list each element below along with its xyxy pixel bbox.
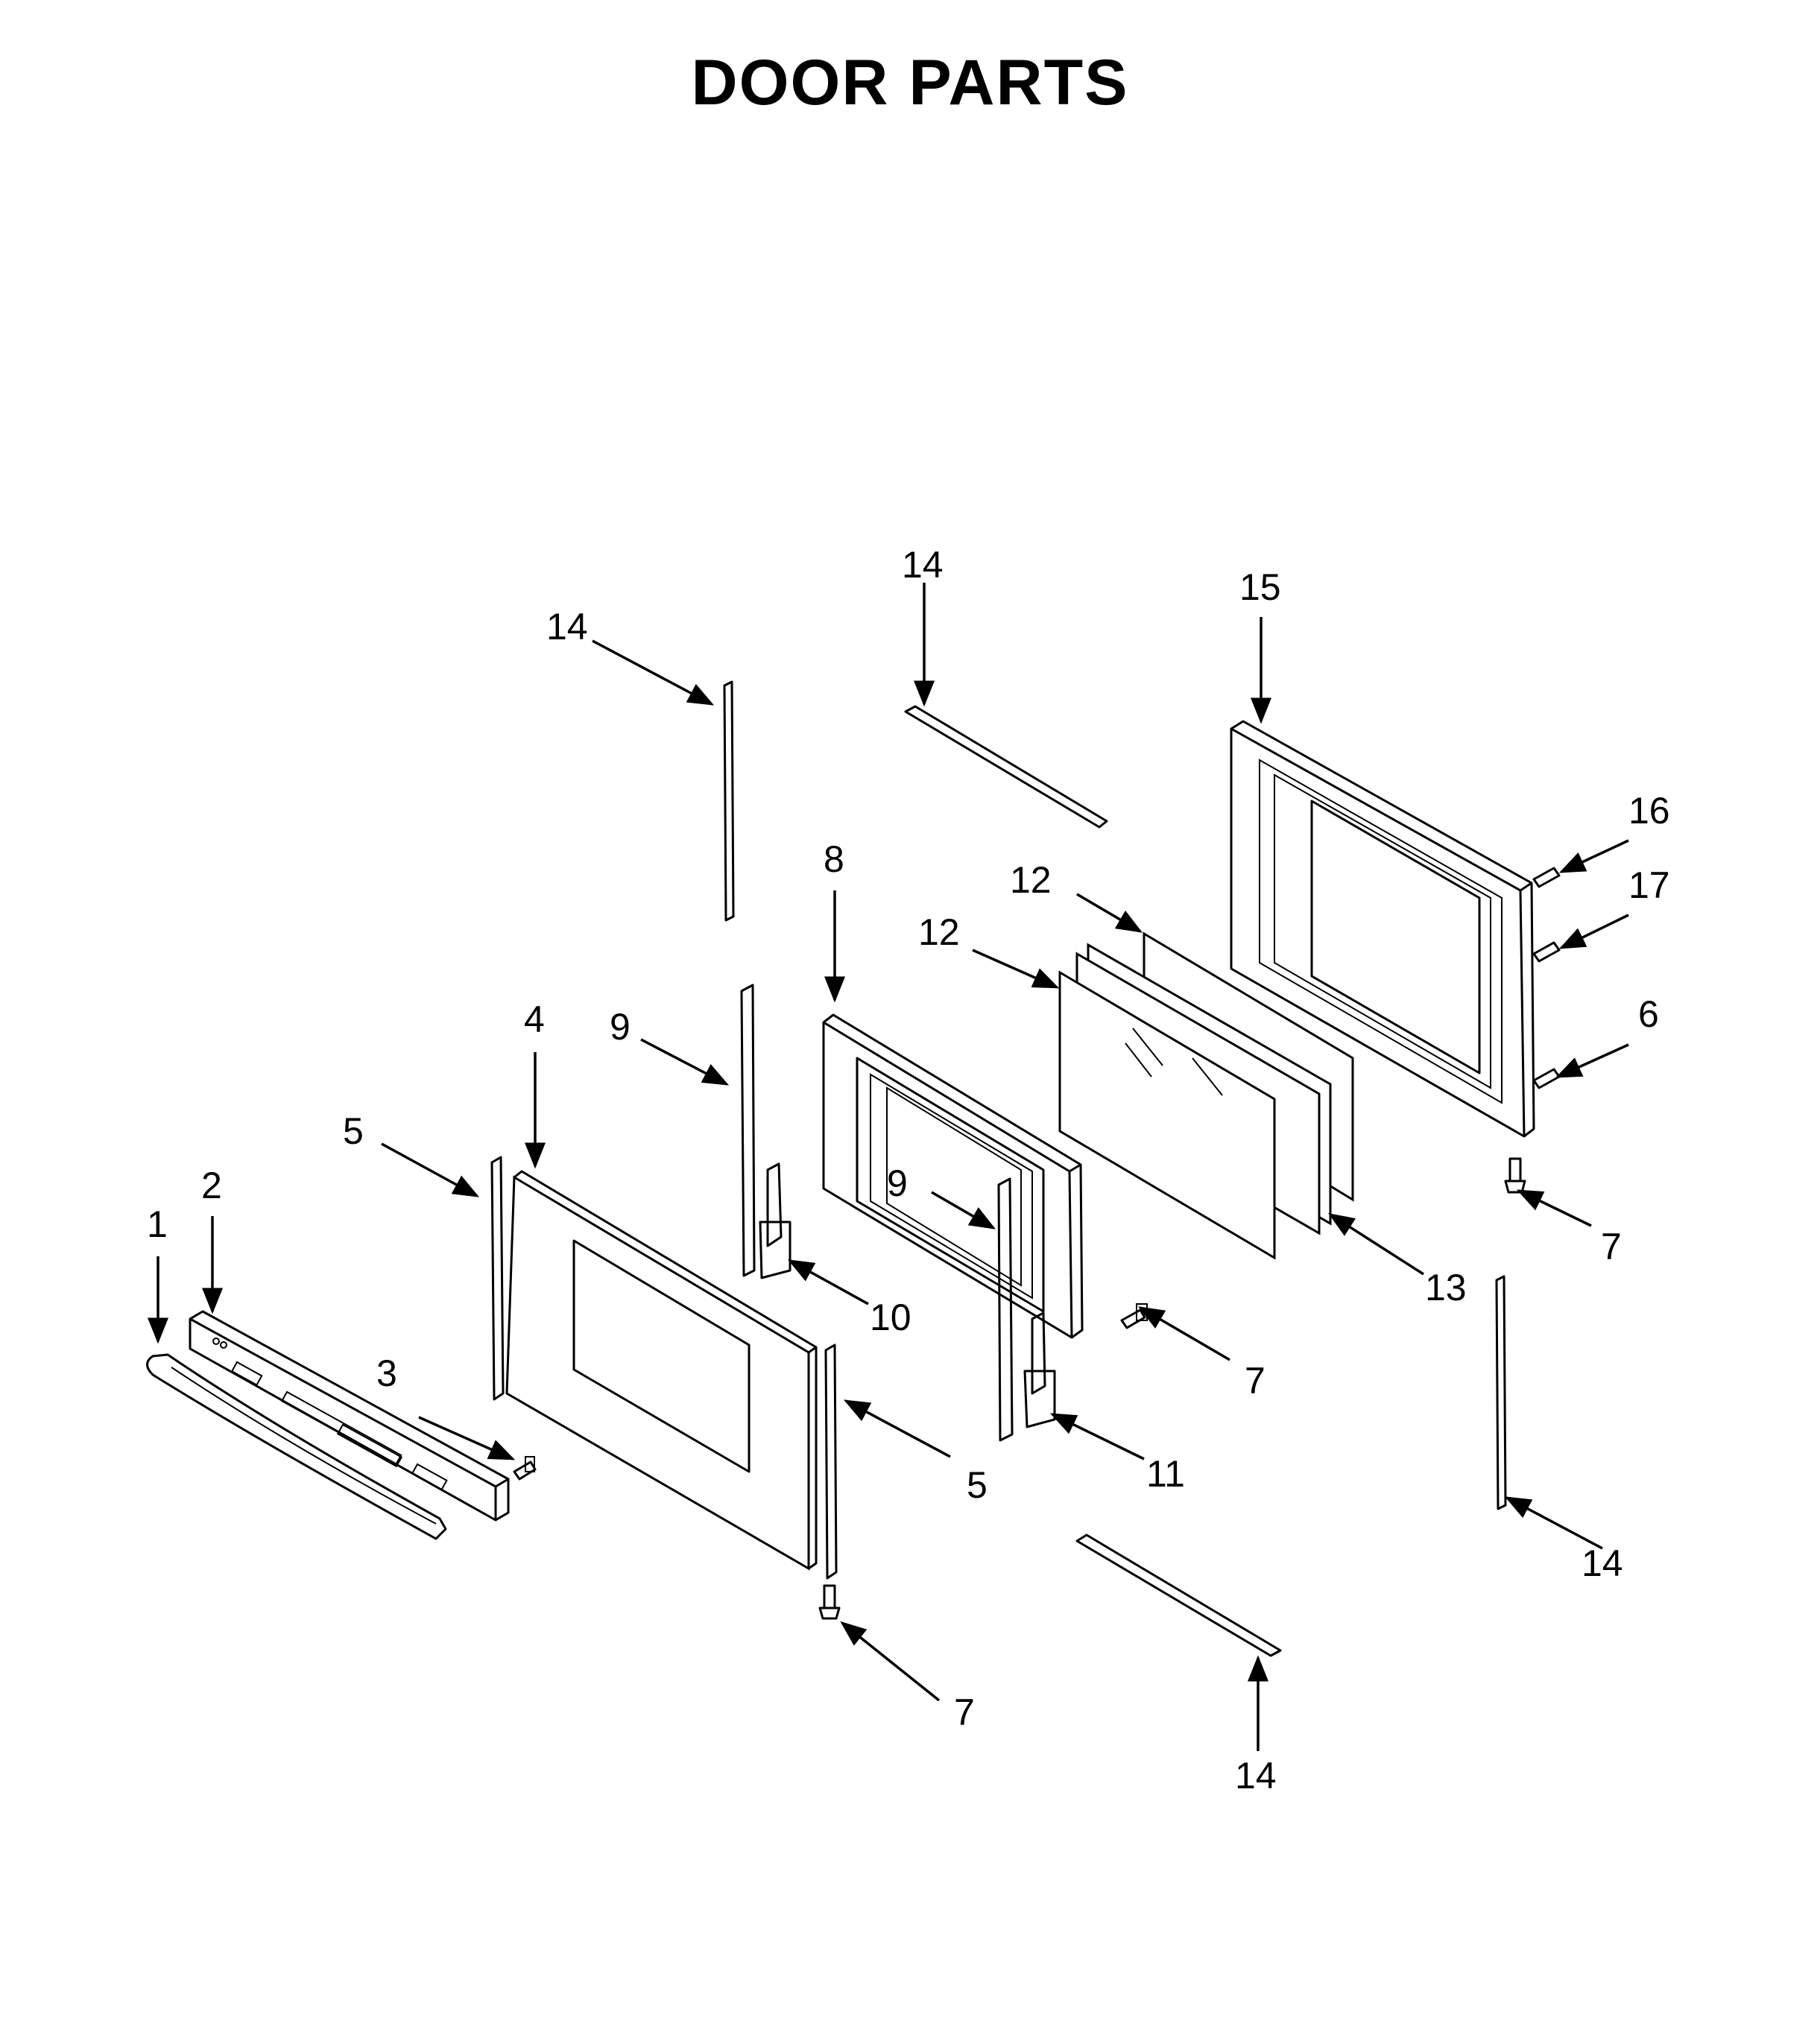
- screw-17: [1532, 941, 1561, 963]
- callout-4: 4: [524, 998, 545, 1040]
- hinge-channel-left: [740, 984, 756, 1277]
- diagram-title: DOOR PARTS: [691, 47, 1129, 118]
- callout-7-center: 7: [1245, 1360, 1266, 1402]
- callout-14-top: 14: [902, 544, 944, 586]
- gasket-14-left-vertical: [723, 680, 735, 922]
- screw-16: [1532, 867, 1561, 888]
- callout-8: 8: [824, 838, 844, 880]
- screw-7-bottom-left: [818, 1584, 841, 1620]
- screw-3: [513, 1456, 537, 1481]
- door-inner-liner: [1230, 720, 1535, 1138]
- callout-11: 11: [1146, 1453, 1185, 1495]
- callout-2: 2: [201, 1165, 222, 1206]
- screw-7-right: [1504, 1157, 1526, 1194]
- callout-labels: 1 2 3 4 5 5 6 7 7 7 8 9 9 10 11 12 12 13…: [147, 544, 1670, 1797]
- screw-7-center: [1120, 1303, 1148, 1329]
- outer-door-panel: [505, 1170, 818, 1571]
- callout-7-right: 7: [1601, 1226, 1622, 1267]
- callout-12-lower: 12: [918, 911, 960, 953]
- gasket-14-bottom: [1075, 1533, 1282, 1657]
- door-trim-panel: [189, 1310, 510, 1522]
- callout-5-left: 5: [343, 1110, 364, 1152]
- gasket-14-right-vertical: [1495, 1275, 1507, 1510]
- callout-10: 10: [870, 1297, 911, 1338]
- screw-6: [1532, 1068, 1561, 1089]
- callout-13: 13: [1425, 1267, 1467, 1308]
- callout-12-upper: 12: [1010, 859, 1052, 901]
- callout-9-right: 9: [887, 1162, 908, 1204]
- glass-pane-front: [1058, 970, 1276, 1260]
- callout-7-bottom: 7: [954, 1691, 975, 1733]
- side-trim-right: [824, 1343, 838, 1580]
- callout-5-right: 5: [967, 1464, 988, 1506]
- inner-door-frame: [822, 1013, 1084, 1339]
- callout-6: 6: [1638, 993, 1659, 1035]
- hinge-10: [759, 1162, 791, 1279]
- door-handle: [146, 1353, 447, 1540]
- callout-15: 15: [1239, 566, 1281, 608]
- callout-3: 3: [376, 1352, 397, 1394]
- callout-1: 1: [147, 1203, 168, 1245]
- callout-9-left: 9: [610, 1006, 631, 1048]
- hinge-11: [1023, 1311, 1056, 1428]
- leader-lines: [148, 583, 1629, 1751]
- callout-14-right: 14: [1582, 1542, 1623, 1584]
- gasket-14-top: [904, 705, 1108, 829]
- callout-17: 17: [1628, 864, 1670, 906]
- callout-16: 16: [1628, 790, 1670, 832]
- side-trim-left: [490, 1156, 505, 1401]
- callout-14-bottom: 14: [1235, 1755, 1277, 1797]
- callout-14-left: 14: [546, 606, 588, 648]
- hinge-channel-right: [997, 1177, 1014, 1442]
